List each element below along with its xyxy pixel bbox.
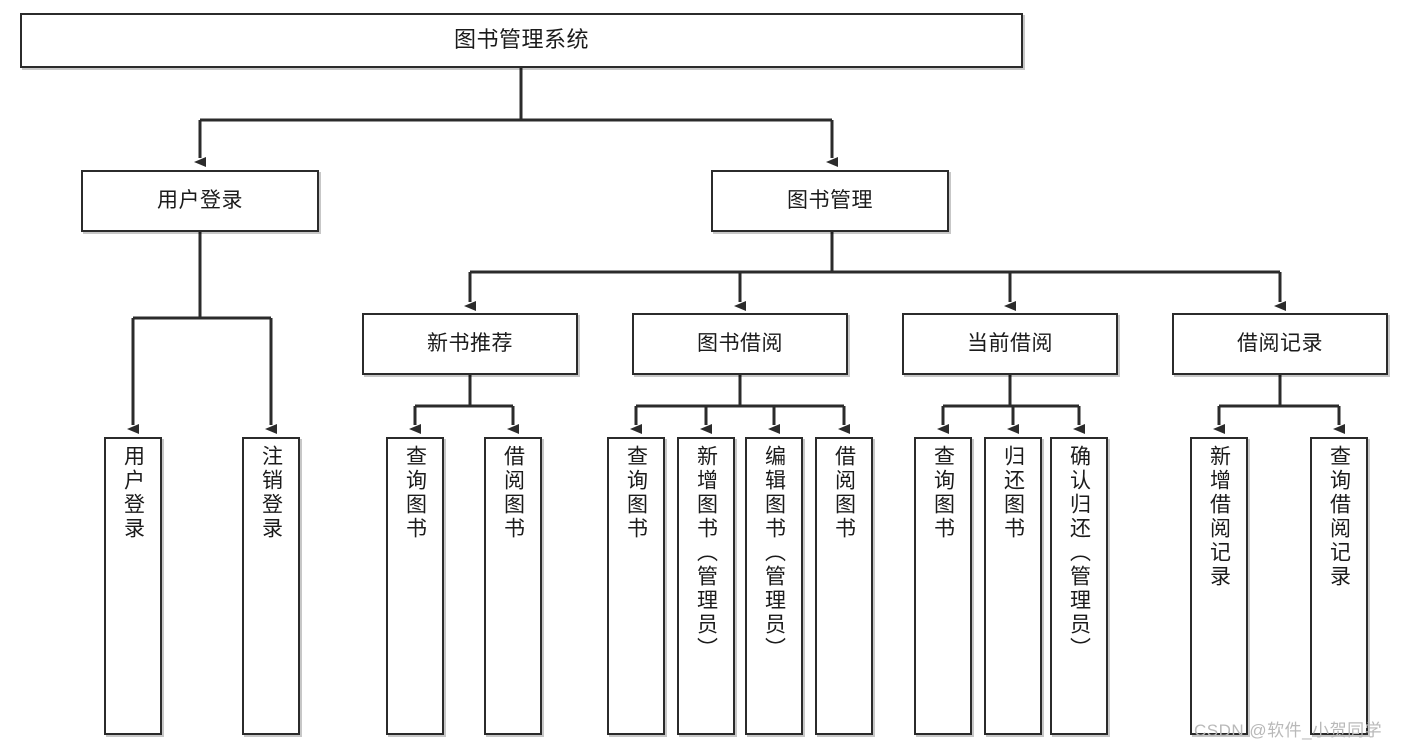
node-borrow-record[interactable]: 借阅记录 [1172, 313, 1388, 375]
node-leaf-query-record-label: 查询借阅记录 [1327, 445, 1351, 589]
node-borrow-record-label: 借阅记录 [1237, 332, 1323, 356]
node-leaf-return-book-label: 归还图书 [1001, 445, 1025, 541]
node-leaf-query-book-3[interactable]: 查询图书 [914, 437, 972, 735]
node-leaf-borrow-book-2-label: 借阅图书 [832, 445, 856, 541]
node-current-borrow-label: 当前借阅 [967, 332, 1053, 356]
edge-borrow-record-to-leaves [1213, 375, 1345, 434]
node-user-login-label: 用户登录 [157, 189, 243, 213]
node-new-book-recommend-label: 新书推荐 [427, 332, 513, 356]
node-leaf-borrow-book-2[interactable]: 借阅图书 [815, 437, 873, 735]
node-leaf-query-book-1[interactable]: 查询图书 [386, 437, 444, 735]
node-book-borrow[interactable]: 图书借阅 [632, 313, 848, 375]
node-leaf-query-book-1-label: 查询图书 [403, 445, 427, 541]
node-leaf-user-logout-label: 注销登录 [259, 445, 283, 541]
node-leaf-confirm-return[interactable]: 确认归还（管理员） [1050, 437, 1108, 735]
edge-root-to-level2 [194, 68, 838, 167]
csdn-watermark: CSDN @软件_小贺同学 [1194, 721, 1383, 740]
node-user-login[interactable]: 用户登录 [81, 170, 319, 232]
node-book-manage[interactable]: 图书管理 [711, 170, 949, 232]
node-leaf-return-book[interactable]: 归还图书 [984, 437, 1042, 735]
node-leaf-user-logout[interactable]: 注销登录 [242, 437, 300, 735]
node-current-borrow[interactable]: 当前借阅 [902, 313, 1118, 375]
node-root[interactable]: 图书管理系统 [20, 13, 1023, 68]
edge-new-book-recommend-to-leaves [409, 375, 519, 434]
node-leaf-user-login-label: 用户登录 [121, 445, 145, 541]
node-leaf-add-record-label: 新增借阅记录 [1207, 445, 1231, 589]
node-leaf-confirm-return-label: 确认归还（管理员） [1067, 445, 1091, 661]
node-leaf-add-book-label: 新增图书（管理员） [694, 445, 718, 661]
node-leaf-edit-book[interactable]: 编辑图书（管理员） [745, 437, 803, 735]
node-leaf-query-book-2[interactable]: 查询图书 [607, 437, 665, 735]
node-book-borrow-label: 图书借阅 [697, 332, 783, 356]
node-leaf-query-record[interactable]: 查询借阅记录 [1310, 437, 1368, 735]
node-new-book-recommend[interactable]: 新书推荐 [362, 313, 578, 375]
node-leaf-edit-book-label: 编辑图书（管理员） [762, 445, 786, 661]
edge-user-login-to-leaves [127, 232, 277, 434]
node-leaf-user-login[interactable]: 用户登录 [104, 437, 162, 735]
edge-current-borrow-to-leaves [937, 375, 1085, 434]
node-leaf-query-book-3-label: 查询图书 [931, 445, 955, 541]
node-book-manage-label: 图书管理 [787, 189, 873, 213]
node-leaf-add-record[interactable]: 新增借阅记录 [1190, 437, 1248, 735]
node-leaf-query-book-2-label: 查询图书 [624, 445, 648, 541]
edge-book-manage-to-level3 [464, 232, 1286, 311]
edge-book-borrow-to-leaves [630, 375, 850, 434]
node-leaf-add-book[interactable]: 新增图书（管理员） [677, 437, 735, 735]
node-leaf-borrow-book-1-label: 借阅图书 [501, 445, 525, 541]
node-leaf-borrow-book-1[interactable]: 借阅图书 [484, 437, 542, 735]
node-root-label: 图书管理系统 [453, 27, 589, 53]
